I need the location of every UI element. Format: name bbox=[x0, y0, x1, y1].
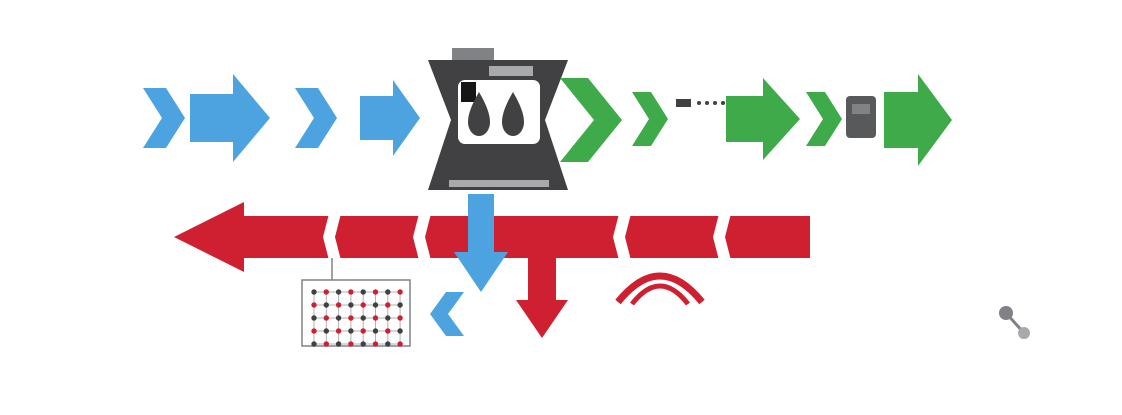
crystal-lattice-atoms bbox=[311, 289, 403, 347]
band-chevron-notch-1 bbox=[323, 202, 344, 272]
instrument-icon bbox=[846, 96, 876, 138]
blue-block-arrow-2 bbox=[360, 80, 420, 156]
transfer-dash bbox=[676, 99, 691, 107]
molecule-icon bbox=[999, 306, 1030, 339]
blue-chevron-arrow-1 bbox=[143, 88, 185, 148]
blue-down-arrow bbox=[454, 194, 508, 292]
molecule-atom-1 bbox=[999, 306, 1013, 320]
furnace-top-tab bbox=[452, 48, 494, 61]
green-block-arrow-1 bbox=[726, 78, 800, 160]
crystal-lattice-inset bbox=[301, 258, 411, 347]
blue-block-arrow-1 bbox=[190, 74, 270, 162]
green-chevron-arrow-3 bbox=[806, 92, 842, 146]
instrument-screen bbox=[852, 104, 870, 114]
band-chevron-notch-4 bbox=[713, 202, 734, 272]
furnace-nozzle bbox=[461, 82, 476, 102]
lattice-frame bbox=[301, 279, 411, 347]
blue-chevron-arrow-2 bbox=[295, 88, 337, 148]
furnace-chamber-icon bbox=[428, 48, 568, 190]
red-branch-down-arrow bbox=[516, 258, 568, 338]
instrument-body bbox=[846, 96, 876, 138]
furnace-inner-tab bbox=[489, 66, 533, 76]
red-arc-outer bbox=[615, 272, 705, 305]
input-flow-arrows bbox=[143, 74, 420, 162]
red-arc-inner bbox=[630, 283, 690, 306]
molecule-atom-2 bbox=[1018, 327, 1030, 339]
green-chevron-arrow-1 bbox=[560, 78, 622, 162]
droplet-icon-2 bbox=[502, 92, 524, 136]
output-flow-arrows bbox=[560, 74, 952, 166]
dotted-line bbox=[697, 101, 725, 105]
furnace-base-bar bbox=[449, 180, 549, 187]
green-chevron-arrow-2 bbox=[632, 92, 668, 146]
blue-chevron-pointer bbox=[430, 292, 464, 336]
green-block-arrow-2 bbox=[884, 74, 952, 166]
band-chevron-notch-3 bbox=[613, 202, 634, 272]
band-chevron-notch-2 bbox=[413, 202, 434, 272]
droplet-icon-1 bbox=[468, 92, 490, 136]
